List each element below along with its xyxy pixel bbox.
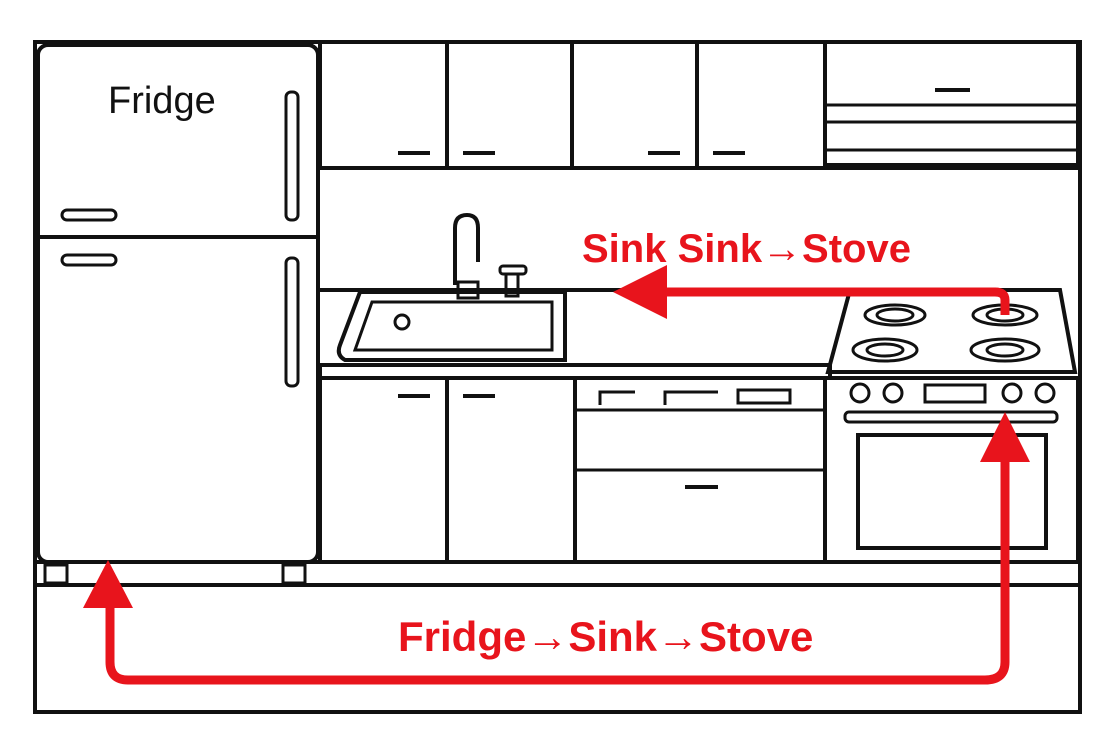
range-hood [823, 40, 1080, 167]
fridge-label: Fridge [108, 80, 216, 122]
faucet [453, 212, 528, 300]
fridge [36, 43, 320, 585]
stove [823, 288, 1080, 564]
arrowhead-up-stove [980, 412, 1030, 462]
fridge-sink-stove-route [105, 445, 1010, 685]
sink [336, 290, 567, 362]
dishwasher [573, 376, 827, 564]
lower-cabinets [318, 376, 577, 564]
arrowhead-up-fridge [83, 560, 133, 608]
upper-route-label: Sink Sink→Stove [582, 227, 911, 271]
stove-to-sink-arrow [613, 265, 1010, 319]
upper-cabinets [318, 40, 827, 170]
lower-route-label: Fridge→Sink→Stove [398, 613, 813, 660]
